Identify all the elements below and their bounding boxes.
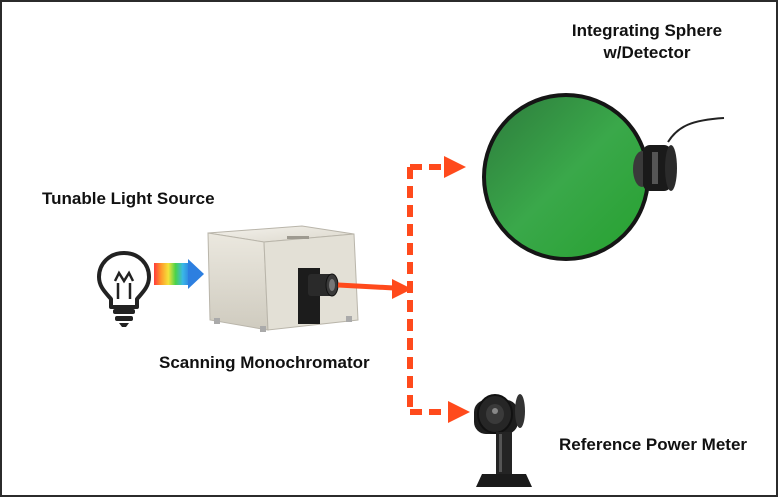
beam-arrow xyxy=(337,279,412,299)
integrating-sphere-label-line2: w/Detector xyxy=(603,43,691,62)
integrating-sphere-label-line1: Integrating Sphere xyxy=(571,21,723,40)
power-meter-device xyxy=(474,394,532,487)
arrowhead-to-sphere xyxy=(444,156,466,178)
power-meter-label: Reference Power Meter xyxy=(559,435,748,454)
split-arrows xyxy=(407,164,446,415)
monochromator-label: Scanning Monochromator xyxy=(159,353,370,372)
integrating-sphere xyxy=(482,93,725,261)
light-source-label: Tunable Light Source xyxy=(42,189,215,208)
lightbulb-icon xyxy=(97,251,151,327)
integrating-sphere-label: Integrating Sphere w/Detector xyxy=(542,20,752,64)
spectrum-arrow-icon xyxy=(154,259,204,289)
monochromator-device xyxy=(207,225,359,332)
arrowhead-to-meter xyxy=(448,401,470,423)
